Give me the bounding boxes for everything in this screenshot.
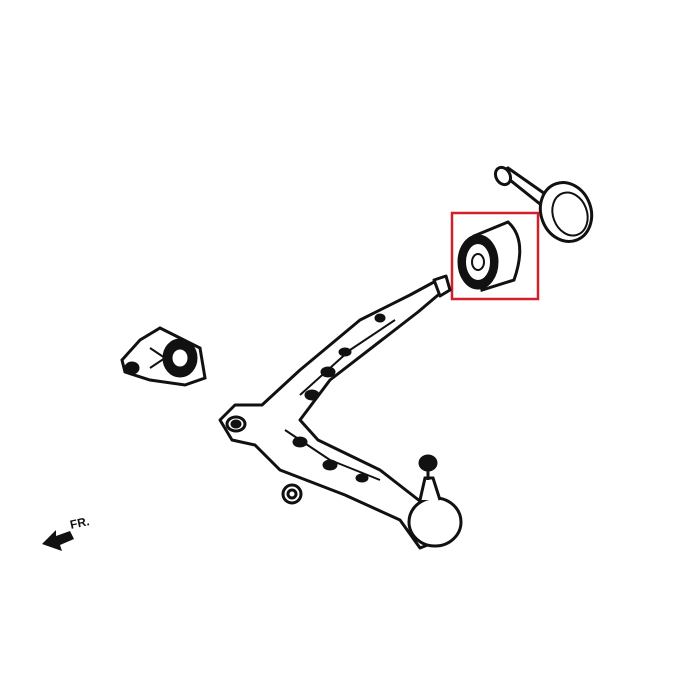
ball-joint	[407, 454, 463, 548]
front-arrow-icon	[42, 530, 74, 551]
highlight-box	[450, 211, 540, 301]
control-arm	[218, 274, 452, 550]
front-bracket	[120, 326, 207, 387]
nut	[281, 483, 303, 505]
bushing	[457, 220, 522, 292]
sleeve-bracket	[493, 165, 594, 243]
